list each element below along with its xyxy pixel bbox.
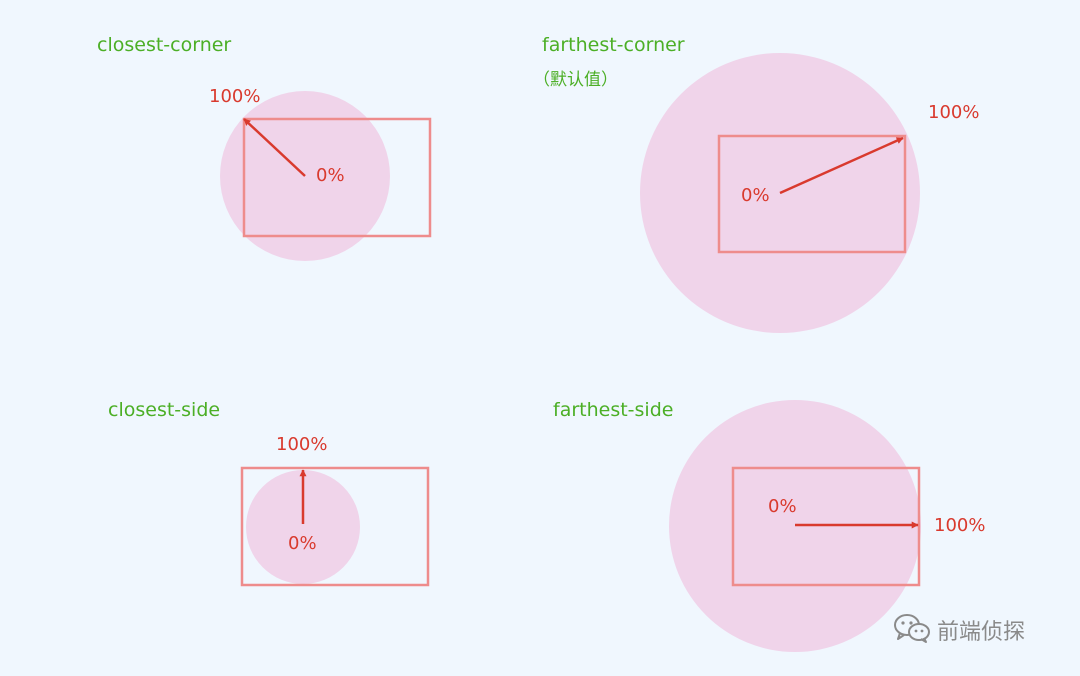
panel-farthest-side	[669, 400, 921, 652]
end-label: 100%	[928, 102, 980, 123]
wechat-icon	[893, 612, 931, 648]
panel-title-farthest-corner: farthest-corner	[542, 34, 685, 56]
start-label: 0%	[768, 496, 797, 517]
panel-title-closest-side: closest-side	[108, 399, 221, 421]
radius-arrow	[243, 118, 306, 177]
element-box	[242, 117, 432, 238]
watermark: 前端侦探	[893, 612, 1025, 648]
panel-subtitle-default: （默认值）	[533, 70, 618, 90]
end-label: 100%	[934, 515, 986, 536]
panel-closest-corner	[220, 91, 432, 261]
panel-title-farthest-side: farthest-side	[553, 399, 674, 421]
start-label: 0%	[316, 165, 345, 186]
panel-closest-side	[240, 466, 430, 587]
start-label: 0%	[741, 185, 770, 206]
panel-farthest-corner	[640, 53, 920, 333]
element-box	[717, 134, 907, 254]
watermark-text: 前端侦探	[937, 620, 1026, 645]
end-label: 100%	[276, 434, 328, 455]
start-label: 0%	[288, 533, 317, 554]
element-box	[731, 466, 921, 587]
panel-title-closest-corner: closest-corner	[97, 34, 232, 56]
element-box	[240, 466, 430, 587]
end-label: 100%	[209, 86, 261, 107]
gradient-circle	[246, 470, 360, 584]
radius-arrow	[779, 136, 904, 195]
